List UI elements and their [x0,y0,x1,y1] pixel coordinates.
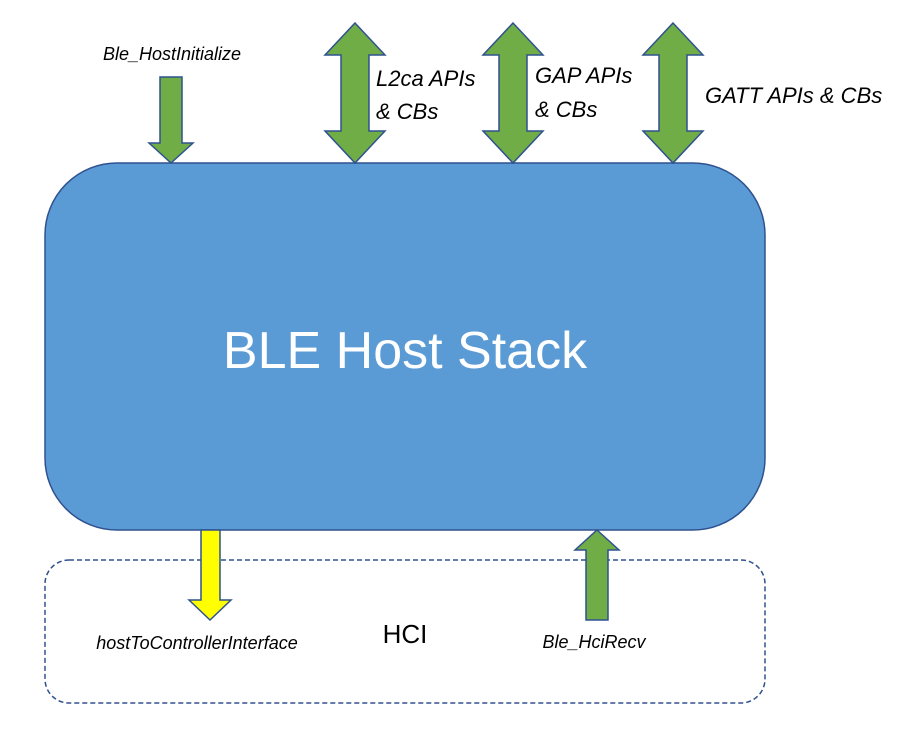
hci-box [44,559,766,704]
host-initialize-label: Ble_HostInitialize [103,44,241,64]
ble-host-stack-label: BLE Host Stack [223,322,588,380]
hci-recv-arrow [573,528,621,621]
gap-apis-label-line1: GAP APIs [535,63,632,88]
l2ca-apis-label-line2: & CBs [376,99,438,124]
l2ca-apis-label-line1: L2ca APIs [376,66,475,91]
gatt-apis-label: GATT APIs & CBs [705,83,882,108]
gap-double-arrow [481,21,545,165]
gap-apis-label-line2: & CBs [535,97,597,122]
hci-label: HCI [383,619,428,649]
hci-recv-label: Ble_HciRecv [542,632,646,652]
host-to-controller-arrow [187,529,233,622]
l2ca-double-arrow [323,21,387,165]
gatt-double-arrow [641,21,705,165]
host-to-controller-label: hostToControllerInterface [96,633,297,653]
host-initialize-arrow [147,76,195,165]
ble-host-stack-box [44,162,766,531]
